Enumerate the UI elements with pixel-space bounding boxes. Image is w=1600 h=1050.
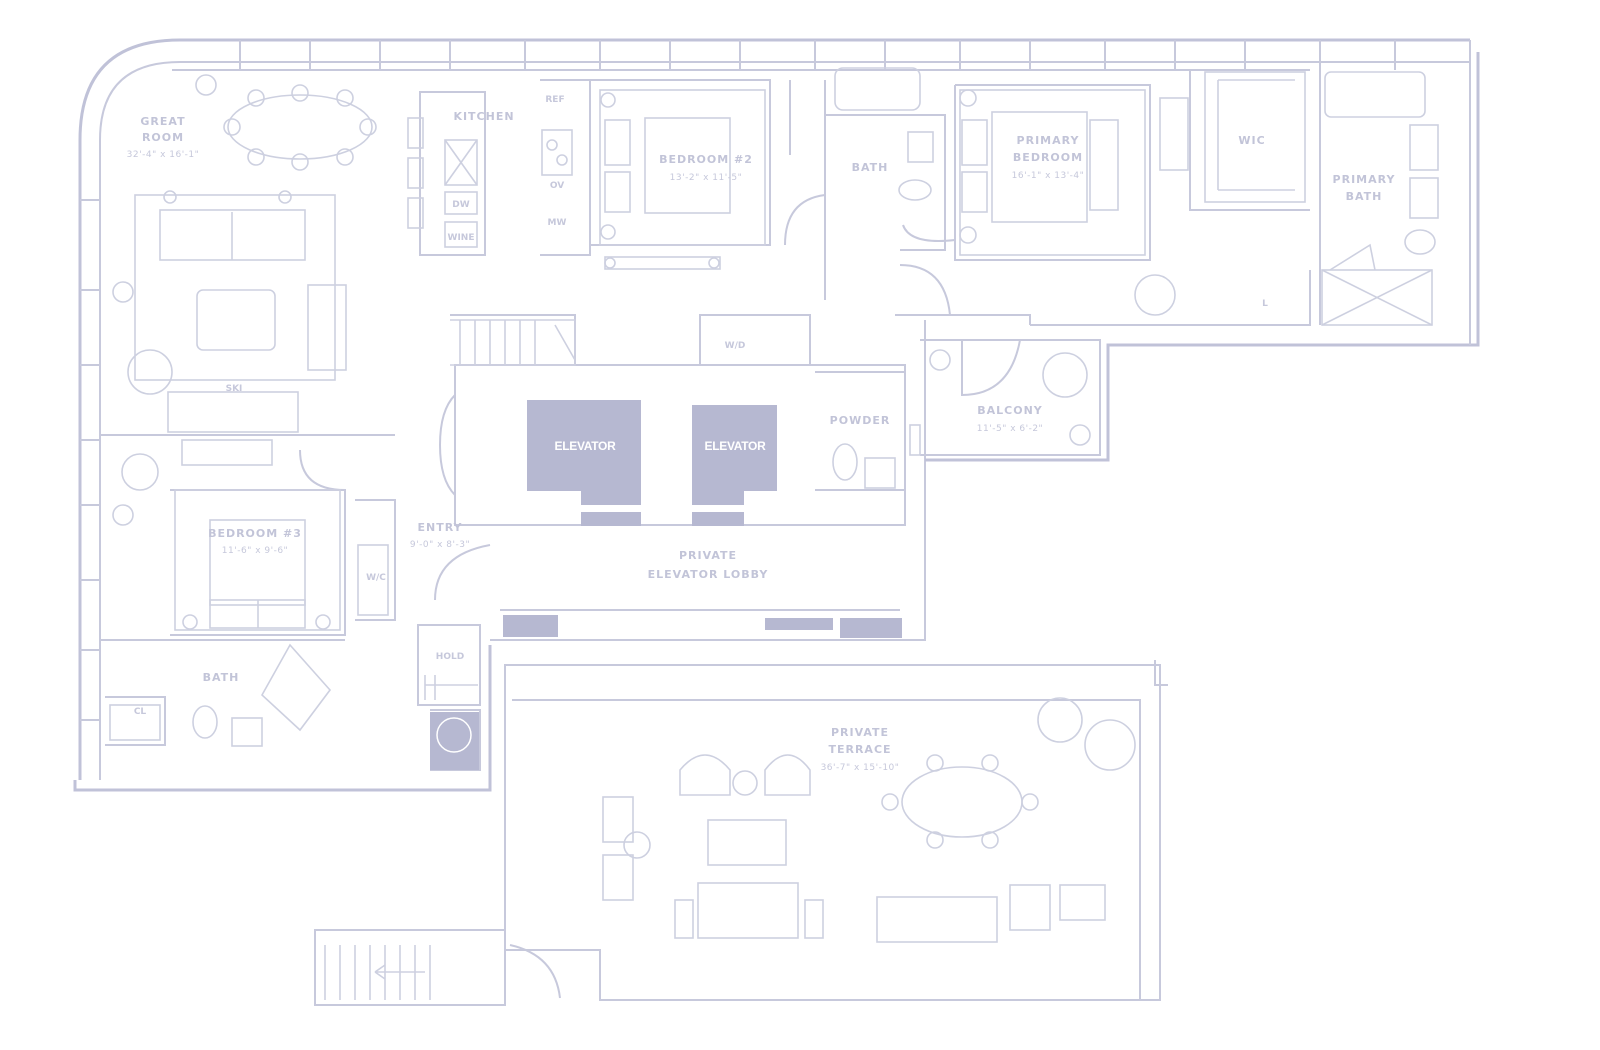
furniture-wic xyxy=(1204,71,1306,203)
elevator-right xyxy=(692,405,777,526)
dw-label: DW xyxy=(452,200,469,210)
room-labels: GREAT ROOM 32'-4" x 16'-1" KITCHEN BEDRO… xyxy=(127,110,1396,773)
bedroom-3-label: BEDROOM #3 xyxy=(208,527,302,540)
entry-dims: 9'-0" x 8'-3" xyxy=(410,540,470,550)
elevator-left-label: ELEVATOR xyxy=(555,439,617,453)
furniture-kitchen xyxy=(407,117,573,248)
wic-bed3-label: W/C xyxy=(366,573,386,583)
hold-label: HOLD xyxy=(436,652,464,662)
primary-bedroom-label-1: PRIMARY xyxy=(1017,134,1080,147)
terrace-dims: 36'-7" x 15'-10" xyxy=(821,763,900,773)
furniture-powder xyxy=(832,424,921,489)
ski-label: SKI xyxy=(226,384,243,394)
furniture-hold xyxy=(424,675,478,700)
furniture-balcony xyxy=(929,349,1091,446)
great-room-label-1: GREAT xyxy=(140,115,185,128)
furniture-bedroom-2 xyxy=(599,89,766,270)
primary-bath-label-1: PRIMARY xyxy=(1333,173,1396,186)
lobby-fills xyxy=(430,615,902,770)
powder-label: POWDER xyxy=(830,414,891,427)
oven-label: OV xyxy=(550,181,564,191)
mw-label: MW xyxy=(548,218,567,228)
furniture-bedroom-3 xyxy=(112,453,389,631)
wic-primary-label: WIC xyxy=(1238,134,1265,147)
bath-upper-label: BATH xyxy=(852,161,889,174)
exterior-walls xyxy=(73,38,1480,1006)
wd-label: W/D xyxy=(725,341,746,351)
bedroom-2-dims: 13'-2" x 11'-5" xyxy=(670,173,743,183)
elevator-left xyxy=(527,400,641,526)
appliance-labels: REF DW WINE MW OV CL SKI xyxy=(134,95,567,717)
balcony-label: BALCONY xyxy=(977,404,1043,417)
entry-label: ENTRY xyxy=(417,521,462,534)
kitchen-label: KITCHEN xyxy=(453,110,514,123)
great-room-dims: 32'-4" x 16'-1" xyxy=(127,150,200,160)
lobby-label-1: PRIVATE xyxy=(679,549,737,562)
furniture-primary-bath xyxy=(1321,71,1439,326)
furniture-primary-bedroom xyxy=(959,89,1189,316)
linen-label: L xyxy=(1262,299,1268,309)
bath-lower-label: BATH xyxy=(203,671,240,684)
furniture-bath-lower xyxy=(109,643,332,747)
stair-interior xyxy=(450,319,576,366)
primary-bedroom-label-2: BEDROOM xyxy=(1013,151,1083,164)
interior-walls xyxy=(100,70,1321,771)
bedroom-3-dims: 11'-6" x 9'-6" xyxy=(222,546,288,556)
bedroom-2-label: BEDROOM #2 xyxy=(659,153,753,166)
stair-terrace xyxy=(324,945,431,1000)
elevator-right-label: ELEVATOR xyxy=(705,439,767,453)
furniture-bath-upper xyxy=(834,67,934,201)
great-room-label-2: ROOM xyxy=(142,131,184,144)
ref-label: REF xyxy=(545,95,564,105)
terrace-label-1: PRIVATE xyxy=(831,726,889,739)
primary-bath-label-2: BATH xyxy=(1346,190,1383,203)
lobby-label-2: ELEVATOR LOBBY xyxy=(648,568,769,581)
furniture-terrace xyxy=(602,697,1136,943)
primary-bedroom-dims: 16'-1" x 13'-4" xyxy=(1012,171,1085,181)
balcony-dims: 11'-5" x 6'-2" xyxy=(977,424,1043,434)
wine-label: WINE xyxy=(448,233,475,243)
terrace-label-2: TERRACE xyxy=(828,743,891,756)
closet-cl-label: CL xyxy=(134,707,147,717)
furniture-great-room xyxy=(112,74,377,466)
